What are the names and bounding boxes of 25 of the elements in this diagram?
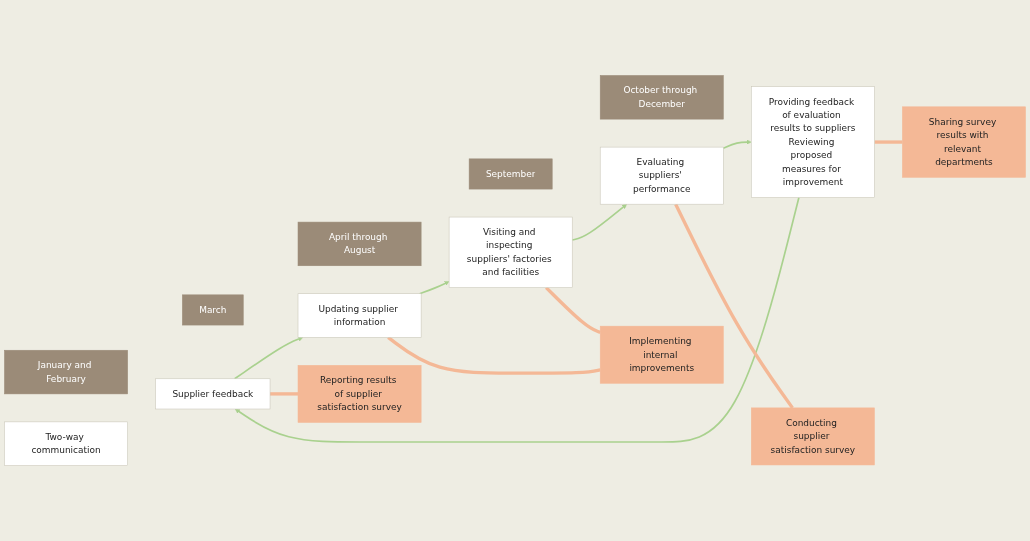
node-box: Conducting supplier satisfaction survey — [751, 407, 875, 466]
node-box: October through December — [599, 75, 724, 120]
connector — [270, 392, 298, 396]
arrow — [722, 139, 752, 150]
node-box: Implementing internal improvements — [599, 325, 724, 384]
arrow — [418, 281, 450, 295]
connector — [545, 286, 601, 334]
connector — [674, 203, 794, 409]
connector — [874, 140, 903, 144]
node-box: January and February — [4, 349, 128, 395]
node-box: Updating supplier information — [297, 293, 422, 338]
node-box: April through August — [297, 221, 422, 266]
arrow — [571, 203, 627, 241]
node-box: Reporting results of supplier satisfaction survey — [297, 365, 422, 423]
arrow — [233, 336, 304, 380]
arrow — [234, 196, 800, 443]
node-box: Providing feedback of evaluation results to suppliers Reviewing proposed measures for improvement — [751, 86, 875, 198]
node-box: Sharing survey results with relevant departments — [902, 106, 1026, 178]
node-box: Supplier feedback — [155, 378, 271, 410]
node-box: September — [468, 158, 553, 190]
connector — [387, 336, 601, 375]
node-box: Two-way communication — [4, 421, 128, 466]
node-box: Evaluating suppliers' performance — [599, 146, 724, 205]
node-box: March — [182, 294, 244, 326]
node-box: Visiting and inspecting suppliers' factories and facilities — [448, 216, 573, 288]
